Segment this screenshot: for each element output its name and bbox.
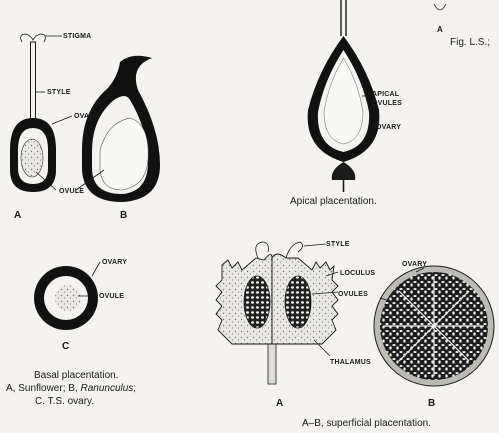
caption-superficial: A–B, superficial placentation. [302, 418, 431, 429]
label-ovule-c: OVULE [99, 293, 124, 300]
superficial-placentation-b [373, 265, 495, 387]
letter-b-bottom: B [428, 398, 435, 409]
caption-basal-2: A, Sunflower; B, Ranunculus; [6, 383, 136, 394]
letter-corner-a: A [437, 25, 443, 34]
caption-basal-1: Basal placentation. [34, 370, 119, 381]
caption-basal-3: C. T.S. ovary. [35, 396, 94, 407]
sunflower-pistil-a [10, 33, 56, 192]
label-style-bottom: STYLE [326, 241, 350, 248]
label-thalamus: THALAMUS [330, 359, 371, 366]
ts-ovary-c [34, 266, 98, 330]
label-ovary-bottom: OVARY [402, 261, 427, 268]
superficial-placentation-a [215, 241, 339, 385]
label-stigma: STIGMA [63, 33, 91, 40]
apical-placentation-diagram [307, 0, 380, 192]
letter-a-bottom: A [276, 398, 283, 409]
label-ovary: OVARY [74, 113, 99, 120]
caption-fig-ls: Fig. L.S.; [450, 37, 490, 48]
label-ovules: OVULES [338, 291, 368, 298]
label-apical-ovules: OVULES [372, 100, 402, 107]
letter-a-top: A [14, 210, 21, 221]
letter-b-top: B [120, 210, 127, 221]
label-style: STYLE [47, 89, 71, 96]
label-ovary-apical: OVARY [376, 124, 401, 131]
label-apical: APICAL [372, 91, 400, 98]
letter-c: C [62, 341, 69, 352]
label-loculus: LOCULUS [340, 270, 375, 277]
caption-apical: Apical placentation. [290, 196, 377, 207]
label-ovule: OVULE [59, 188, 84, 195]
ranunculus-pistil-b [82, 55, 160, 202]
label-ovary-c: OVARY [102, 259, 127, 266]
